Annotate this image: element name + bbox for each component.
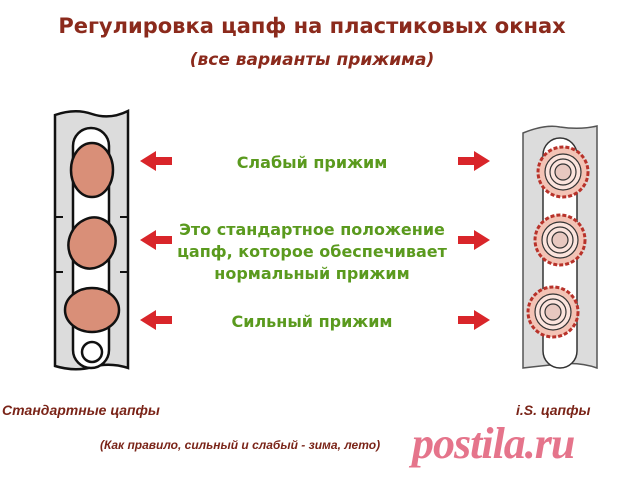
pin-weak [69, 141, 115, 199]
arrow-left-strong-icon [140, 310, 172, 330]
standard-pins-label: Стандартные цапфы [2, 402, 160, 418]
weak-clamp-label: Слабый прижим [236, 153, 388, 172]
is-pin-weak [536, 145, 590, 199]
arrow-right-standard-icon [458, 230, 490, 250]
is-pin-strip [522, 125, 598, 370]
standard-line-1: Это стандартное положение [179, 220, 445, 239]
arrow-right-strong-icon [458, 310, 490, 330]
is-pin-standard [533, 213, 587, 267]
strong-clamp-label: Сильный прижим [231, 312, 393, 331]
pin-standard [67, 216, 117, 270]
arrow-left-weak-icon [140, 151, 172, 171]
is-pin-strong [526, 285, 580, 339]
arrow-left-standard-icon [140, 230, 172, 250]
is-pins-label: i.S. цапфы [516, 402, 591, 418]
watermark: postila.ru [412, 419, 575, 468]
page-subtitle: (все варианты прижима) [189, 50, 435, 70]
arrows [140, 151, 490, 330]
page-title: Регулировка цапф на пластиковых окнах [58, 14, 566, 38]
footnote: (Как правило, сильный и слабый - зима, л… [100, 438, 381, 452]
arrow-right-weak-icon [458, 151, 490, 171]
standard-pin-strip [53, 108, 130, 371]
standard-clamp-text: Это стандартное положение цапф, которое … [150, 219, 474, 285]
standard-line-2: цапф, которое обеспечивает [177, 242, 447, 261]
pin-strong [63, 286, 121, 334]
standard-line-3: нормальный прижим [214, 264, 410, 283]
